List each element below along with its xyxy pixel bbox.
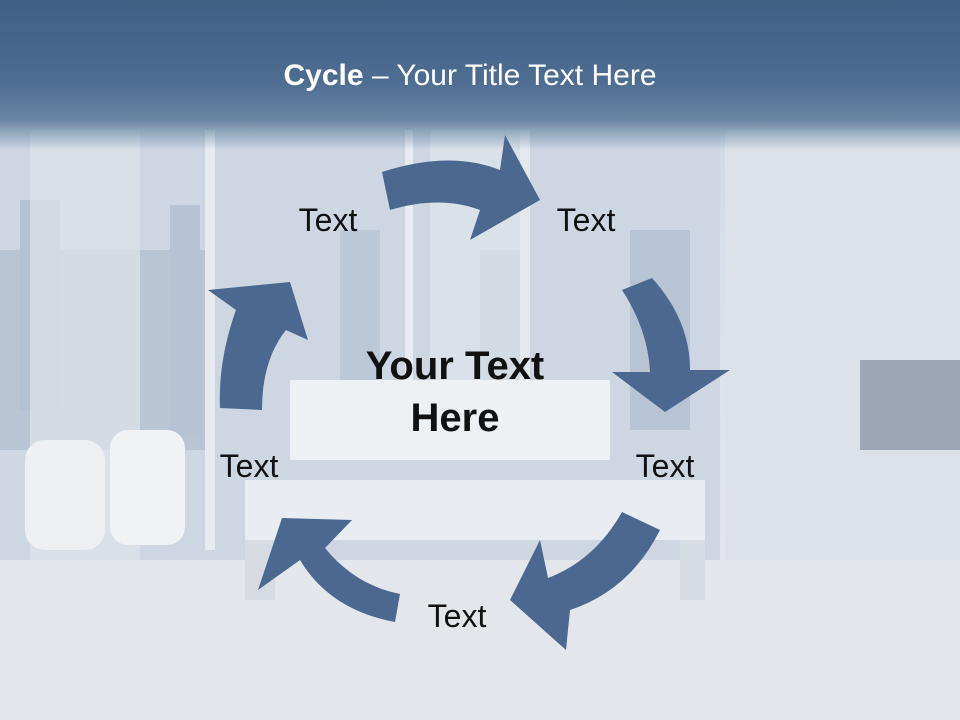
slide-title: Cycle – Your Title Text Here	[0, 56, 940, 96]
cycle-label-1: Text	[298, 202, 358, 238]
cycle-arrow-5	[208, 282, 308, 410]
cycle-arrow-2	[612, 278, 730, 412]
header-band	[0, 0, 960, 150]
title-rest: – Your Title Text Here	[363, 59, 657, 92]
cycle-label-5: Text	[219, 448, 279, 484]
cycle-label-4: Text	[427, 598, 487, 634]
center-text: Your Text Here	[365, 344, 545, 440]
title-bold: Cycle	[283, 59, 364, 92]
cycle-arrow-3	[510, 512, 660, 650]
cycle-label-3: Text	[635, 448, 695, 484]
cycle-arrow-1	[382, 135, 540, 240]
cycle-arrow-4	[258, 518, 400, 622]
cycle-label-2: Text	[556, 202, 616, 238]
